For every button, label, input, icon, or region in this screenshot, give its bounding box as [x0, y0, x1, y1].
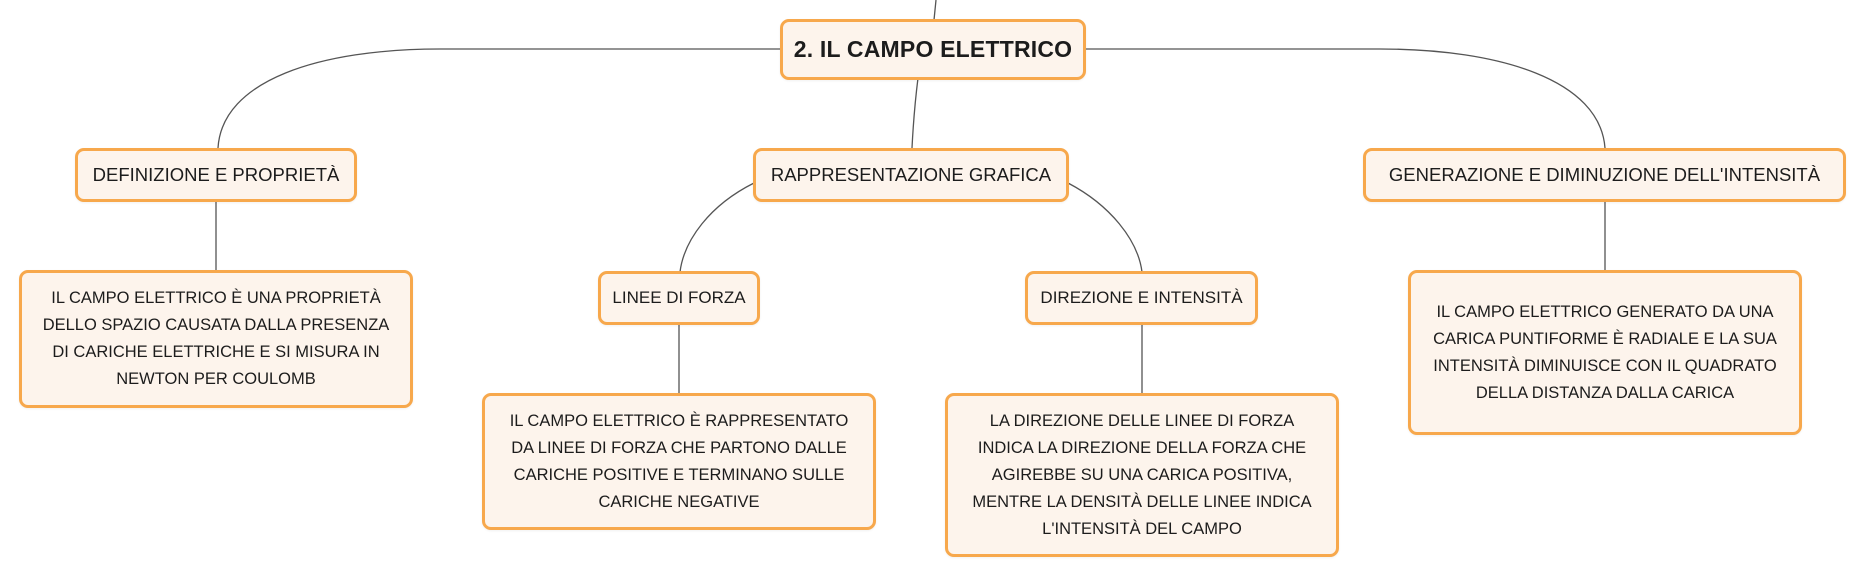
- topic-rappresentazione-label: RAPPRESENTAZIONE GRAFICA: [770, 164, 1052, 185]
- connector-rappresentazione-to-direzione: [1067, 182, 1143, 273]
- root-label: 2. IL CAMPO ELETTRICO: [793, 36, 1073, 62]
- subtopic-linee-di-forza[interactable]: LINEE DI FORZA: [598, 271, 760, 325]
- connector-parent-to-root: [933, 0, 937, 21]
- leaf-generazione-text[interactable]: IL CAMPO ELETTRICO GENERATO DA UNA CARIC…: [1408, 270, 1802, 435]
- leaf-definizione-text[interactable]: IL CAMPO ELETTRICO È UNA PROPRIETÀ DELLO…: [19, 270, 413, 408]
- connector-root-to-generazione: [1085, 48, 1606, 149]
- connector-root-to-rappresentazione: [911, 77, 919, 149]
- root-node[interactable]: 2. IL CAMPO ELETTRICO: [780, 19, 1086, 80]
- leaf-direzione-text[interactable]: LA DIREZIONE DELLE LINEE DI FORZA INDICA…: [945, 393, 1339, 557]
- topic-rappresentazione[interactable]: RAPPRESENTAZIONE GRAFICA: [753, 148, 1069, 202]
- subtopic-direzione-label: DIREZIONE E INTENSITÀ: [1040, 288, 1243, 307]
- leaf-linee-text[interactable]: IL CAMPO ELETTRICO È RAPPRESENTATO DA LI…: [482, 393, 876, 530]
- subtopic-direzione-intensita[interactable]: DIREZIONE E INTENSITÀ: [1025, 271, 1258, 325]
- topic-generazione-label: GENERAZIONE E DIMINUZIONE DELL'INTENSITÀ: [1388, 164, 1821, 185]
- topic-generazione[interactable]: GENERAZIONE E DIMINUZIONE DELL'INTENSITÀ: [1363, 148, 1846, 202]
- subtopic-linee-label: LINEE DI FORZA: [612, 288, 746, 307]
- leaf-linee-label: IL CAMPO ELETTRICO È RAPPRESENTATO DA LI…: [509, 411, 849, 511]
- leaf-generazione-label: IL CAMPO ELETTRICO GENERATO DA UNA CARIC…: [1433, 302, 1777, 402]
- topic-definizione-label: DEFINIZIONE E PROPRIETÀ: [92, 164, 340, 185]
- connector-root-to-definizione: [217, 48, 782, 149]
- connector-rappresentazione-to-linee: [679, 182, 755, 273]
- topic-definizione[interactable]: DEFINIZIONE E PROPRIETÀ: [75, 148, 357, 202]
- leaf-direzione-label: LA DIREZIONE DELLE LINEE DI FORZA INDICA…: [972, 411, 1312, 538]
- leaf-definizione-label: IL CAMPO ELETTRICO È UNA PROPRIETÀ DELLO…: [42, 289, 390, 388]
